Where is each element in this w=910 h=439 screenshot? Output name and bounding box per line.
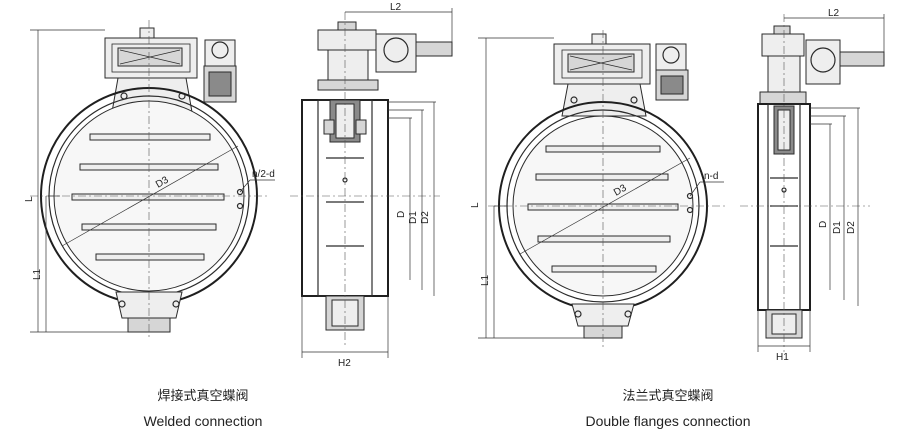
label-D2: D2: [420, 211, 431, 224]
caption-flanged-en: Double flanges connection: [585, 413, 750, 429]
label-H1: H1: [776, 352, 789, 363]
label-D2: D2: [846, 221, 857, 234]
label-L1: L1: [480, 274, 491, 286]
motor: [204, 39, 236, 67]
flanged-side-view: L2 H1 D D1 D2: [740, 8, 885, 363]
label-bolt: n-d: [704, 171, 718, 182]
label-bolt: n/2-d: [252, 169, 275, 180]
welded-side-view: L2 H2 D D1 D2: [290, 2, 453, 369]
caption-welded-en: Welded connection: [144, 413, 263, 429]
label-L1: L1: [32, 268, 43, 280]
caption-flanged-cn: 法兰式真空蝶阀: [622, 389, 713, 404]
label-D1: D1: [408, 211, 419, 224]
handwheel: [139, 27, 155, 39]
label-L2: L2: [828, 8, 840, 19]
label-D: D: [818, 221, 829, 228]
label-D: D: [396, 211, 407, 218]
label-D1: D1: [832, 221, 843, 234]
label-L: L: [24, 196, 35, 202]
label-L: L: [470, 202, 481, 208]
label-L2: L2: [390, 2, 402, 13]
welded-front-view: L L1 D3 n/2-d: [24, 20, 275, 340]
label-H2: H2: [338, 358, 351, 369]
flanged-front-view: L L1 D3 n-d: [470, 30, 726, 348]
caption-welded-cn: 焊接式真空蝶阀: [157, 388, 248, 404]
